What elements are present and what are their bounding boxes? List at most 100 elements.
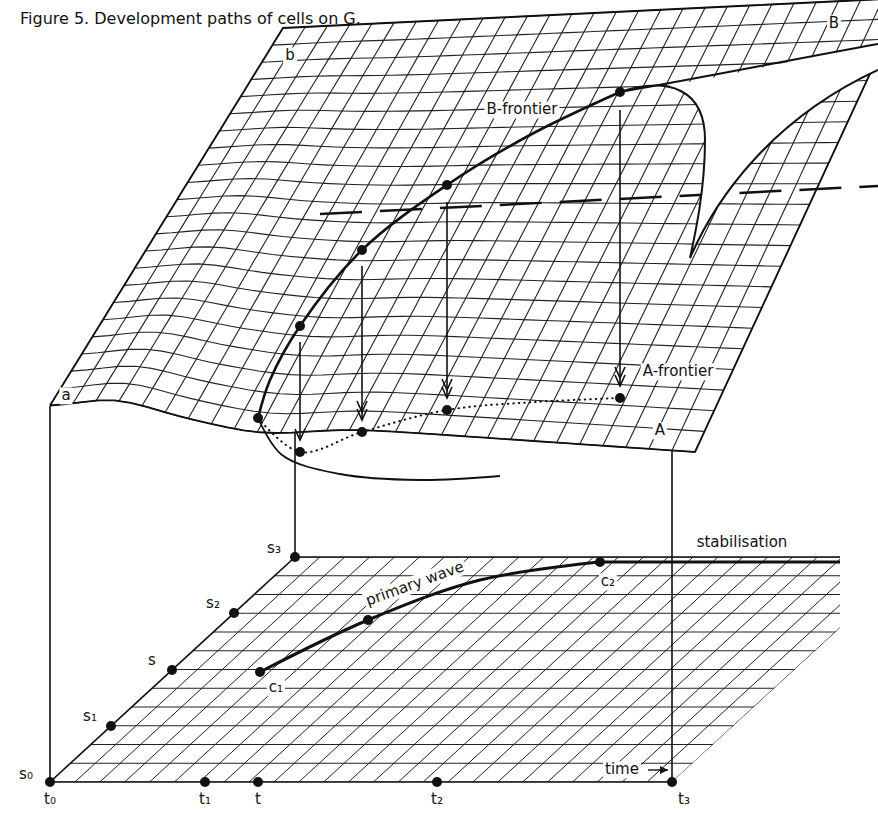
grid-line bbox=[92, 332, 733, 369]
grid-line bbox=[50, 400, 695, 452]
point-dot bbox=[200, 777, 210, 787]
grid-line bbox=[257, 18, 483, 432]
curve-label: B-frontier bbox=[485, 101, 560, 118]
corner-label: b bbox=[283, 47, 297, 64]
point-dot bbox=[45, 777, 55, 787]
point-dot bbox=[106, 721, 116, 731]
grid-line bbox=[572, 557, 817, 782]
surface-outline bbox=[50, 0, 878, 452]
axis-label: s₁ bbox=[81, 708, 99, 725]
point-label: c₁ bbox=[267, 679, 285, 696]
axis-label: t bbox=[253, 791, 263, 808]
grid-line bbox=[145, 247, 781, 266]
grid-line bbox=[299, 557, 544, 782]
corner-label: a bbox=[59, 387, 72, 404]
point-dot bbox=[229, 608, 239, 618]
axis-title: time bbox=[603, 761, 641, 778]
point-dot bbox=[615, 393, 625, 403]
grid-line bbox=[173, 669, 878, 670]
grid-line bbox=[249, 557, 494, 782]
grid-line bbox=[224, 557, 469, 782]
grid-line bbox=[50, 782, 878, 783]
point-label: c₂ bbox=[599, 573, 617, 590]
time-arrow-head bbox=[660, 766, 668, 774]
grid-line bbox=[697, 557, 878, 782]
grid-line bbox=[75, 557, 320, 782]
point-dot bbox=[363, 615, 373, 625]
axis-label: t₃ bbox=[676, 791, 692, 808]
point-dot bbox=[667, 777, 677, 787]
arrow-head bbox=[295, 429, 305, 440]
surface-grid bbox=[50, 0, 878, 452]
grid-line bbox=[548, 557, 793, 782]
axis-label: s₀ bbox=[17, 766, 35, 783]
fold-edge bbox=[620, 44, 878, 92]
point-dot bbox=[442, 405, 452, 415]
grid-line bbox=[647, 557, 878, 782]
corner-label: B bbox=[827, 15, 841, 32]
corner-label: A bbox=[653, 422, 667, 439]
arrow-shaft bbox=[619, 110, 621, 386]
grid-line bbox=[193, 650, 878, 651]
curve-label: A-frontier bbox=[641, 363, 716, 380]
grid-line bbox=[747, 557, 878, 782]
a-frontier-curve bbox=[258, 398, 620, 452]
grid-line bbox=[672, 557, 878, 782]
grid-line bbox=[821, 557, 878, 782]
grid-line bbox=[275, 575, 878, 576]
grid-line bbox=[188, 22, 416, 419]
point-dot bbox=[357, 245, 367, 255]
base-plane-grid bbox=[50, 557, 878, 782]
arrow-shaft bbox=[446, 202, 448, 398]
transition-arrows bbox=[295, 110, 625, 440]
grid-line bbox=[70, 763, 878, 764]
frame-line bbox=[50, 781, 672, 783]
grid-line bbox=[135, 264, 772, 287]
grid-line bbox=[111, 725, 878, 726]
grid-line bbox=[622, 557, 867, 782]
grid-line bbox=[114, 298, 753, 328]
point-dot bbox=[357, 427, 367, 437]
arrow-head bbox=[615, 367, 625, 378]
grid-line bbox=[125, 557, 370, 782]
arrow-shaft bbox=[361, 266, 363, 420]
b-frontier-curve bbox=[258, 92, 620, 418]
grid-line bbox=[303, 16, 527, 432]
grid-line bbox=[423, 557, 668, 782]
axis-label: s₃ bbox=[265, 540, 283, 557]
curve-label: stabilisation bbox=[695, 534, 790, 551]
grid-line bbox=[295, 557, 878, 558]
arrow-shaft bbox=[299, 342, 301, 440]
point-dot bbox=[255, 667, 265, 677]
point-dot bbox=[295, 321, 305, 331]
frame-line bbox=[671, 450, 673, 782]
point-dot bbox=[253, 777, 263, 787]
grid-line bbox=[50, 557, 295, 782]
grid-line bbox=[597, 557, 842, 782]
point-dot bbox=[167, 665, 177, 675]
grid-line bbox=[61, 383, 705, 431]
grid-line bbox=[398, 557, 643, 782]
fold-flap bbox=[620, 44, 878, 258]
fold-edge bbox=[620, 70, 878, 258]
grid-line bbox=[523, 557, 768, 782]
grid-line bbox=[103, 315, 743, 349]
grid-line bbox=[349, 557, 594, 782]
grid-line bbox=[473, 557, 718, 782]
box-frame bbox=[50, 406, 840, 782]
grid-line bbox=[498, 557, 743, 782]
axis-label: s₂ bbox=[204, 595, 222, 612]
grid-line bbox=[150, 557, 395, 782]
grid-line bbox=[262, 39, 878, 62]
grid-line bbox=[272, 19, 878, 46]
grid-line bbox=[152, 688, 878, 689]
grid-line bbox=[91, 744, 878, 745]
arrow-head bbox=[442, 379, 452, 390]
grid-line bbox=[871, 557, 878, 782]
grid-line bbox=[234, 19, 460, 428]
figure-title: Figure 5. Development paths of cells on … bbox=[18, 10, 363, 28]
point-dot bbox=[595, 557, 605, 567]
grid-line bbox=[124, 281, 762, 308]
hidden-fold-line bbox=[320, 186, 878, 214]
